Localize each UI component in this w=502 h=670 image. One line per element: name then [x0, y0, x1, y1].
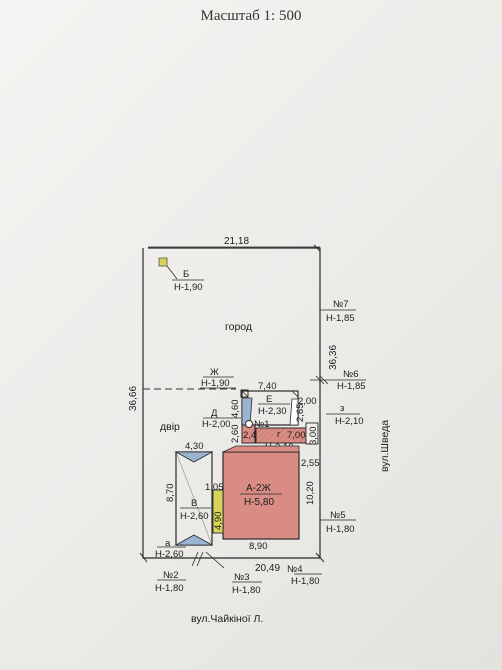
house-a-width: 8,90 — [249, 541, 268, 552]
building-g-depth: 3,00 — [308, 427, 319, 446]
scale-title: Масштаб 1: 500 — [200, 8, 302, 24]
building-zh-height: Н-1,90 — [201, 378, 230, 389]
marker-3-bottom: №3 Н-1,80 — [232, 572, 262, 596]
svg-text:Н-1,85: Н-1,85 — [337, 381, 366, 392]
house-a — [222, 451, 300, 540]
house-a-depth: 10,20 — [305, 481, 316, 505]
building-v-width: 4,30 — [185, 441, 204, 452]
marker-4: №4 Н-1,80 — [287, 564, 322, 587]
building-e-height: Н-2,30 — [258, 406, 287, 417]
building-e-depth: 2,65 — [295, 404, 306, 423]
svg-text:№3: №3 — [234, 572, 249, 583]
marker-2: №2 Н-1,80 — [155, 551, 225, 594]
marker-7: №7 Н-1,85 — [320, 299, 356, 324]
boundary-ticks — [139, 244, 325, 563]
building-v-extra1: 1,05 — [205, 482, 224, 493]
building-v-extra2: 4,90 — [213, 512, 224, 531]
yard-label: двір — [160, 421, 180, 433]
shed-b-height: Н-1,90 — [174, 282, 203, 293]
building-e-name: Е — [266, 394, 272, 405]
marker-5: №5 Н-1,80 — [320, 510, 356, 535]
building-d-width: 2,40 — [243, 430, 262, 441]
svg-text:Н-1,80: Н-1,80 — [326, 524, 355, 535]
building-zh-depth: 4,60 — [230, 400, 241, 419]
building-e-width: 7,40 — [258, 381, 277, 392]
building-e-extra: 2,00 — [298, 396, 317, 407]
right-gap: 2,55 — [301, 458, 320, 469]
svg-text:№7: №7 — [333, 299, 348, 310]
marker-3: Е Н-2,10 з — [326, 403, 364, 427]
svg-text:з: з — [340, 403, 344, 414]
building-d-height: Н-2,00 — [202, 419, 231, 430]
building-d-depth: 2,60 — [230, 425, 241, 444]
building-a-small-height: Н-2,60 — [155, 549, 184, 560]
svg-text:№2: №2 — [163, 570, 178, 581]
svg-text:Н-1,85: Н-1,85 — [326, 313, 355, 324]
svg-text:№5: №5 — [330, 510, 345, 521]
well-1-label: №1 — [254, 419, 269, 430]
building-a-small-name: а — [165, 538, 171, 549]
porch-strip — [212, 489, 224, 534]
building-v-depth: 8,70 — [165, 484, 176, 503]
street-bottom: вул.Чайкіної Л. — [191, 613, 263, 625]
house-a-height: Н-5,80 — [244, 497, 274, 508]
svg-text:Н-2,10: Н-2,10 — [335, 416, 364, 427]
plot-left-height: 36,66 — [128, 386, 139, 411]
well-1 — [245, 420, 253, 428]
plot-bottom-width: 20,49 — [255, 563, 280, 574]
building-zh — [240, 389, 249, 398]
building-v-name: В — [191, 498, 197, 509]
svg-text:№6: №6 — [343, 369, 358, 380]
building-g-width: 7,00 — [287, 430, 306, 441]
shed-b — [158, 257, 168, 267]
plot-right-height: 36,36 — [328, 345, 339, 370]
building-v-height: Н-2,60 — [180, 511, 209, 522]
svg-text:Н-1,80: Н-1,80 — [232, 585, 261, 596]
house-a-name: А-2Ж — [246, 483, 272, 494]
building-zh-name: Ж — [210, 367, 219, 378]
svg-text:Н-1,80: Н-1,80 — [155, 583, 184, 594]
shed-b-name: Б — [183, 269, 189, 280]
marker-6: №6 Н-1,85 — [310, 369, 366, 392]
street-right: вул.Шведа — [379, 420, 391, 472]
garden-label: город — [225, 321, 252, 333]
svg-text:№4: №4 — [287, 564, 302, 575]
building-d-name: Д — [211, 408, 218, 419]
svg-text:Н-1,80: Н-1,80 — [291, 576, 320, 587]
building-g-name: г — [277, 429, 281, 440]
plot-top-width: 21,18 — [224, 236, 249, 247]
